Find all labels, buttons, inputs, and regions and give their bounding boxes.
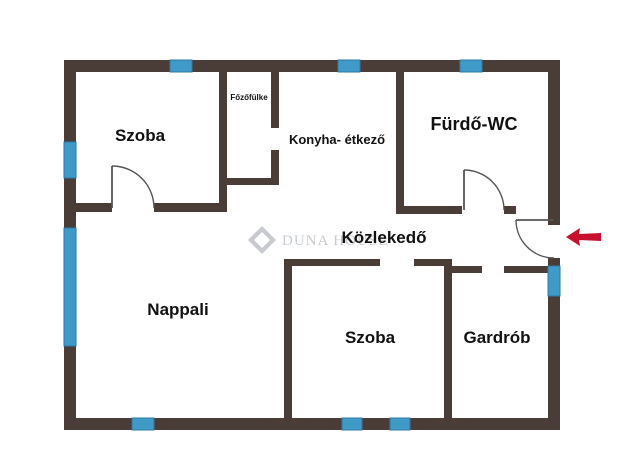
- diamond-logo-icon: [248, 226, 276, 254]
- door-entrance: [515, 219, 555, 259]
- room-label-kozlekedo: Közlekedő: [341, 228, 426, 247]
- wall-furdo-bottom-right: [504, 206, 516, 214]
- room-label-nappali: Nappali: [147, 300, 208, 319]
- window-left-szoba: [63, 141, 77, 179]
- wall-szoba-bottom-right: [154, 203, 227, 212]
- door-szoba-swing: [111, 165, 155, 209]
- wall-szoba-bottom: [64, 203, 112, 212]
- wall-szoba-right: [219, 60, 227, 212]
- wall-gardrob-top-right: [504, 266, 552, 273]
- window-top-furdo: [459, 59, 483, 73]
- interior-walls: [64, 60, 552, 424]
- wall-szoba2-top-left: [284, 259, 380, 266]
- door-szoba: [111, 165, 155, 209]
- wall-gardrob-top-left: [452, 266, 482, 273]
- door-entrance-swing: [515, 219, 555, 259]
- wall-top: [64, 60, 560, 72]
- watermark-text: DUNA HOUSE: [282, 233, 388, 249]
- watermark: DUNA HOUSE: [248, 226, 388, 254]
- room-label-gardrob: Gardrób: [463, 328, 530, 347]
- wall-fozofulke-right-upper: [271, 60, 279, 128]
- door-furdo-swing: [463, 169, 505, 211]
- wall-furdo-bottom-left: [396, 206, 462, 214]
- window-bottom-nappali: [131, 417, 155, 431]
- wall-fozofulke-bottom: [227, 178, 279, 185]
- wall-szoba2-left: [284, 259, 292, 424]
- wall-fozofulke-right-lower: [271, 150, 279, 185]
- room-labels: Szoba Főzőfülke Konyha- étkező Fürdő-WC …: [115, 93, 531, 347]
- wall-furdo-left: [396, 60, 404, 214]
- entrance-arrow-icon: [566, 228, 601, 246]
- window-bottom-szoba-a: [341, 417, 363, 431]
- window-top-szoba: [169, 59, 193, 73]
- wall-gardrob-left: [444, 259, 452, 424]
- window-bottom-szoba-b: [389, 417, 411, 431]
- windows: [63, 59, 561, 431]
- door-furdo: [463, 169, 505, 211]
- wall-bottom: [64, 418, 560, 430]
- wall-right-upper: [548, 60, 560, 225]
- wall-szoba2-top-right: [414, 259, 452, 266]
- room-label-konyha: Konyha- étkező: [289, 132, 385, 147]
- window-top-konyha: [337, 59, 361, 73]
- doors: [111, 165, 555, 259]
- room-label-szoba-top: Szoba: [115, 126, 166, 145]
- room-label-fozofulke: Főzőfülke: [230, 93, 268, 102]
- window-right-gardrob: [547, 265, 561, 297]
- window-left-nappali: [63, 227, 77, 347]
- room-label-szoba-bottom: Szoba: [345, 328, 396, 347]
- room-label-furdo: Fürdő-WC: [431, 114, 518, 134]
- wall-right-lower: [548, 258, 560, 430]
